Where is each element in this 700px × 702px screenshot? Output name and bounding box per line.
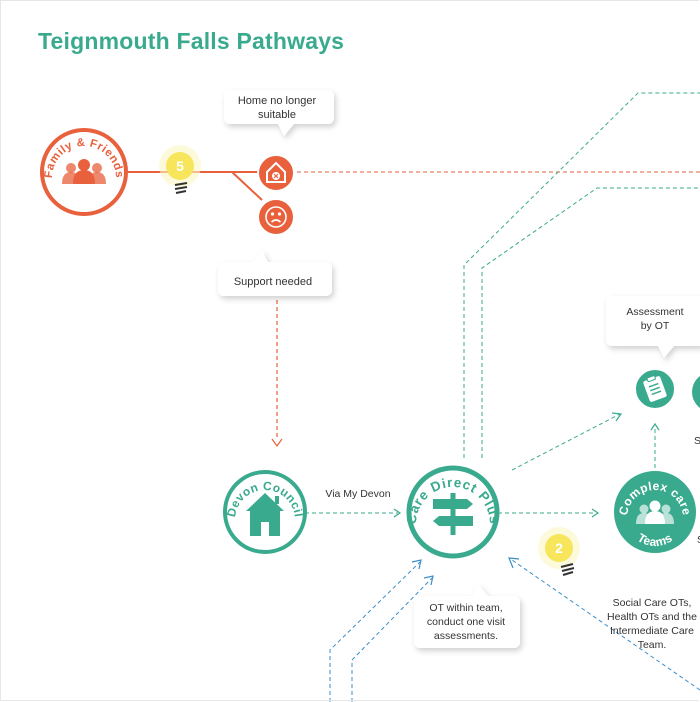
partial-node-right xyxy=(692,376,700,408)
bubble-support-needed xyxy=(218,250,332,296)
edge-text-1: S xyxy=(694,435,700,447)
bubble-assessment xyxy=(606,296,700,358)
via-my-devon-label: Via My Devon xyxy=(325,488,390,500)
clipboard-icon xyxy=(643,375,667,402)
signpost-icon xyxy=(433,493,473,535)
assessment-line2: by OT xyxy=(641,320,670,332)
ot-team-line2: conduct one visit xyxy=(427,616,505,628)
social-care-line1: Social Care OTs, xyxy=(613,597,692,609)
arrowhead-cdp xyxy=(393,508,402,518)
bubble-ot-team xyxy=(414,584,520,648)
arrowhead-blue-3 xyxy=(508,557,520,569)
devon-council-node[interactable]: Devon Council xyxy=(223,470,307,554)
arrowhead-assessment-diag xyxy=(611,412,623,422)
support-needed-node[interactable] xyxy=(257,198,295,236)
bulb-2: 2 xyxy=(538,527,580,576)
care-direct-plus-node[interactable]: Care Direct Plus xyxy=(404,465,502,559)
connector-blue-left-outer xyxy=(329,561,421,702)
social-care-line3: Intermediate Care xyxy=(610,625,694,637)
support-needed-label: Support needed xyxy=(234,276,312,288)
house-icon xyxy=(246,493,284,536)
assessment-ot-node[interactable] xyxy=(634,368,676,410)
connector-branch-to-sad xyxy=(231,171,263,201)
connector-cdp-up-inner xyxy=(481,187,700,458)
bulb-base-icon xyxy=(174,182,188,194)
connector-blue-left-inner xyxy=(351,577,433,702)
home-no-longer-line2: suitable xyxy=(258,109,296,121)
arrowhead-blue-1 xyxy=(411,559,422,570)
home-cross-icon xyxy=(266,161,286,183)
home-no-longer-line1: Home no longer xyxy=(238,95,317,107)
team-icon xyxy=(636,500,674,524)
complex-care-label-bottom: Teams xyxy=(635,531,675,550)
bulb-5-number: 5 xyxy=(176,158,184,174)
connector-cdp-up-outer xyxy=(463,92,700,458)
sad-face-icon xyxy=(265,206,287,228)
social-care-line2: Health OTs and the xyxy=(607,611,697,623)
people-icon xyxy=(62,159,106,184)
arrowhead-assessment-up xyxy=(650,422,660,431)
arrowhead-blue-2 xyxy=(423,575,434,586)
ot-team-line3: assessments. xyxy=(434,630,498,642)
family-friends-node[interactable]: Family & Friends xyxy=(40,128,128,216)
edge-text-2: S xyxy=(697,534,700,546)
connector-cdp-to-assessment xyxy=(511,413,621,471)
connector-blue-right xyxy=(511,559,700,691)
social-care-line4: Team. xyxy=(638,639,667,651)
home-unsuitable-node[interactable] xyxy=(257,154,295,192)
assessment-line1: Assessment xyxy=(626,306,683,318)
complex-care-teams-node[interactable]: Complex care Teams xyxy=(612,469,698,555)
arrowhead-complex xyxy=(591,508,600,518)
bubble-home-no-longer xyxy=(224,90,334,136)
bulb-5: 5 xyxy=(159,145,201,194)
bulb-2-number: 2 xyxy=(555,540,563,556)
ot-team-line1: OT within team, xyxy=(429,602,502,614)
bulb-base-icon xyxy=(560,563,575,576)
arrowhead-devon xyxy=(271,438,283,448)
page-title: Teignmouth Falls Pathways xyxy=(38,28,345,54)
